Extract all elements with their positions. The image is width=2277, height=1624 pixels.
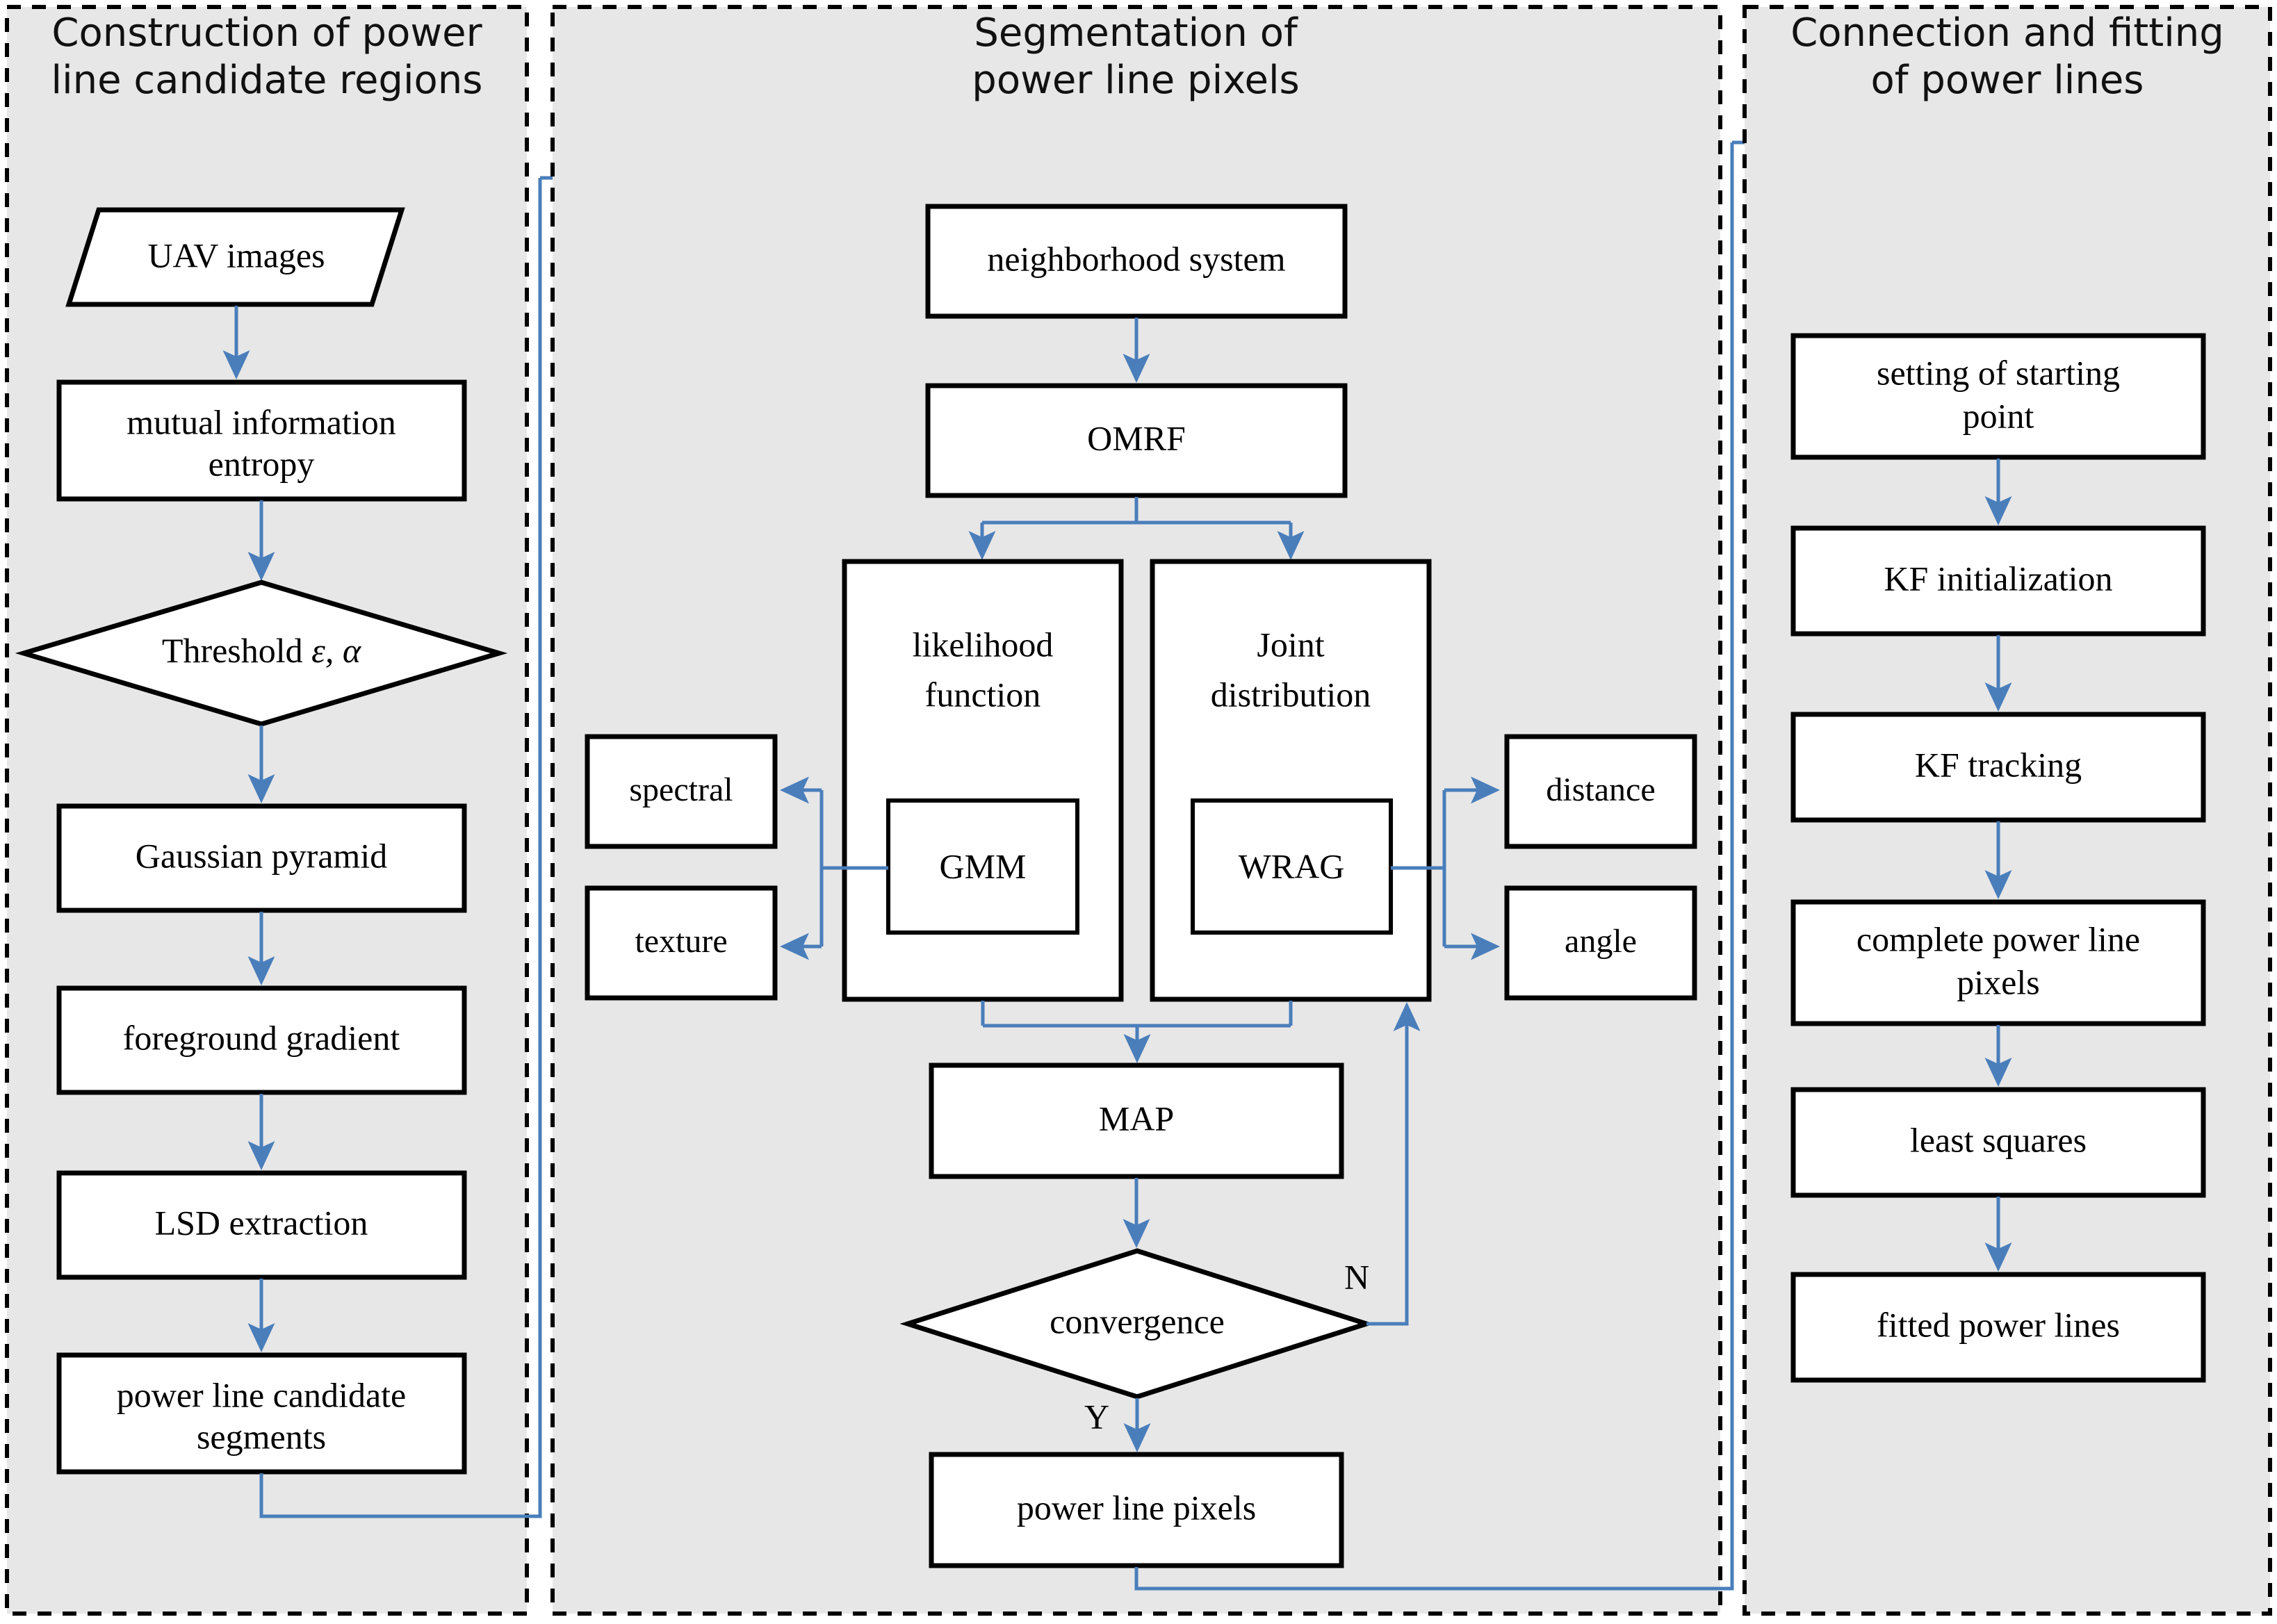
kf-initialization-box <box>1790 525 2206 637</box>
node-neighborhood-system[interactable]: neighborhood system <box>925 204 1348 319</box>
panel-segmentation-title-line2: power line pixels <box>972 58 1299 103</box>
node-gmm[interactable]: GMM <box>886 798 1079 935</box>
edge-label-convergence-no: N <box>1344 1257 1369 1296</box>
panel-construction-title-line1: Construction of power <box>51 10 482 56</box>
node-uav-images[interactable]: UAV images <box>65 207 405 307</box>
spectral-label: spectral <box>629 771 733 808</box>
node-map[interactable]: MAP <box>929 1063 1344 1179</box>
power-line-pixels-box <box>929 1452 1344 1568</box>
map-label: MAP <box>1099 1099 1174 1138</box>
node-gaussian-pyramid[interactable]: Gaussian pyramid <box>56 803 467 913</box>
node-candidate-segments[interactable]: power line candidate segments <box>56 1352 467 1475</box>
least-squares-label: least squares <box>1910 1120 2087 1159</box>
angle-label: angle <box>1565 923 1637 960</box>
edge-convergence-no <box>1366 1001 1421 1326</box>
candidate-segments-box <box>56 1352 467 1475</box>
gaussian-pyramid-box <box>56 803 467 913</box>
panel-connection-title-line2: of power lines <box>1871 58 2144 103</box>
threshold-label-text: Threshold <box>162 631 311 670</box>
edge-candidate-to-gutter <box>259 178 542 1518</box>
node-power-line-pixels[interactable]: power line pixels <box>929 1452 1344 1568</box>
setting-starting-point-label-line1: setting of starting <box>1877 353 2120 392</box>
foreground-gradient-box <box>56 985 467 1095</box>
texture-box <box>585 885 778 1001</box>
node-threshold[interactable]: Threshold ε, α <box>15 580 508 727</box>
node-angle[interactable]: angle <box>1504 885 1697 1001</box>
lsd-extraction-box <box>56 1170 467 1280</box>
node-mutual-information-entropy[interactable]: mutual information entropy <box>56 379 467 502</box>
least-squares-box <box>1790 1087 2206 1198</box>
gmm-box <box>886 798 1079 935</box>
complete-pixels-label-line1: complete power line <box>1856 919 2140 958</box>
distance-label: distance <box>1546 771 1655 808</box>
neighborhood-system-box <box>925 204 1348 319</box>
setting-starting-point-box <box>1790 333 2206 460</box>
kf-tracking-box <box>1790 712 2206 823</box>
mutual-information-label-line2: entropy <box>209 444 315 483</box>
complete-pixels-label-line2: pixels <box>1957 962 2039 1001</box>
panel-connection: Connection and fitting of power lines se… <box>1743 5 2272 1616</box>
edge-pixels-to-gutter <box>1134 142 1734 1591</box>
wrag-box <box>1191 798 1393 935</box>
uav-images-label: UAV images <box>147 236 325 274</box>
node-kf-initialization[interactable]: KF initialization <box>1790 525 2206 637</box>
panel-construction-title-line2: line candidate regions <box>51 58 483 103</box>
threshold-label-greek: ε, α <box>311 631 362 670</box>
node-wrag[interactable]: WRAG <box>1191 798 1393 935</box>
likelihood-function-label-line2: function <box>925 675 1041 714</box>
edge-label-convergence-yes: Y <box>1084 1397 1109 1436</box>
complete-pixels-box <box>1790 899 2206 1026</box>
neighborhood-system-label: neighborhood system <box>987 239 1285 278</box>
lsd-extraction-label: LSD extraction <box>155 1203 368 1242</box>
wrag-label: WRAG <box>1239 846 1345 885</box>
node-lsd-extraction[interactable]: LSD extraction <box>56 1170 467 1280</box>
joint-distribution-label-line1: Joint <box>1257 625 1324 664</box>
panel-connection-title-line1: Connection and fitting <box>1790 10 2224 56</box>
node-foreground-gradient[interactable]: foreground gradient <box>56 985 467 1095</box>
likelihood-function-label-line1: likelihood <box>913 625 1054 664</box>
node-kf-tracking[interactable]: KF tracking <box>1790 712 2206 823</box>
power-line-pixels-label: power line pixels <box>1017 1488 1256 1527</box>
joint-distribution-label-line2: distribution <box>1211 675 1371 714</box>
threshold-label: Threshold ε, α <box>162 631 362 670</box>
fitted-power-lines-label: fitted power lines <box>1877 1305 2120 1344</box>
uav-images-shape <box>65 207 405 307</box>
kf-tracking-label: KF tracking <box>1915 745 2082 784</box>
node-texture[interactable]: texture <box>585 885 778 1001</box>
spectral-box <box>585 734 778 849</box>
threshold-diamond <box>15 580 508 727</box>
omrf-box <box>925 383 1348 498</box>
angle-box <box>1504 885 1697 1001</box>
mutual-information-label-line1: mutual information <box>126 402 395 441</box>
texture-label: texture <box>635 923 727 960</box>
node-spectral[interactable]: spectral <box>585 734 778 849</box>
convergence-label: convergence <box>1050 1302 1225 1340</box>
node-convergence[interactable]: convergence <box>899 1248 1375 1400</box>
setting-starting-point-label-line2: point <box>1963 396 2034 435</box>
node-complete-pixels[interactable]: complete power line pixels <box>1790 899 2206 1026</box>
candidate-segments-label-line1: power line candidate <box>117 1375 406 1414</box>
kf-initialization-label: KF initialization <box>1884 559 2112 598</box>
node-setting-starting-point[interactable]: setting of starting point <box>1790 333 2206 460</box>
gaussian-pyramid-label: Gaussian pyramid <box>136 836 387 875</box>
node-distance[interactable]: distance <box>1504 734 1697 849</box>
foreground-gradient-label: foreground gradient <box>123 1018 400 1057</box>
gmm-label: GMM <box>939 846 1026 885</box>
convergence-diamond <box>899 1248 1375 1400</box>
panel-segmentation: Segmentation of power line pixels neighb… <box>550 5 1722 1616</box>
candidate-segments-label-line2: segments <box>197 1417 326 1456</box>
panel-segmentation-title-line1: Segmentation of <box>974 10 1298 56</box>
omrf-label: OMRF <box>1087 418 1186 457</box>
panel-construction: Construction of power line candidate reg… <box>5 5 529 1616</box>
node-least-squares[interactable]: least squares <box>1790 1087 2206 1198</box>
mutual-information-box <box>56 379 467 502</box>
distance-box <box>1504 734 1697 849</box>
fitted-power-lines-box <box>1790 1272 2206 1383</box>
node-omrf[interactable]: OMRF <box>925 383 1348 498</box>
node-fitted-power-lines[interactable]: fitted power lines <box>1790 1272 2206 1383</box>
map-box <box>929 1063 1344 1179</box>
